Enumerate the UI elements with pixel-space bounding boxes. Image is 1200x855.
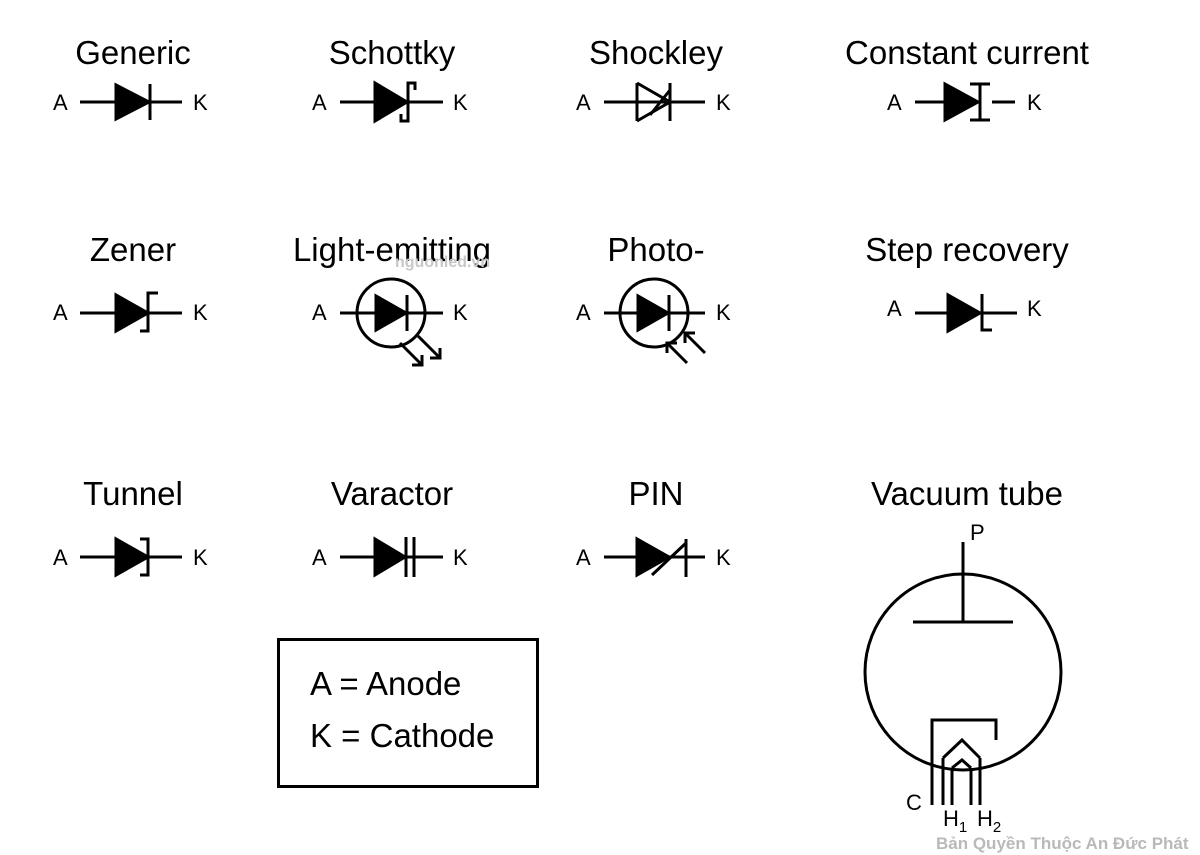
vacuum-tube-symbol [863, 542, 1063, 805]
legend-box: A = Anode K = Cathode [277, 638, 539, 788]
heater2-label: H2 [977, 806, 1002, 836]
constant-current-diode-symbol [915, 81, 1015, 123]
title-shockley: Shockley [589, 34, 723, 71]
anode-label-schottky: A [312, 90, 327, 115]
cathode-label-constant-current: K [1027, 90, 1042, 115]
anode-label-tunnel: A [53, 545, 68, 570]
anode-label-generic: A [53, 90, 68, 115]
anode-label-shockley: A [576, 90, 591, 115]
cathode-label-photo: K [716, 300, 731, 325]
heater1-label: H1 [943, 806, 968, 836]
title-varactor: Varactor [330, 475, 454, 512]
photodiode-symbol [604, 277, 707, 365]
title-zener: Zener [89, 231, 177, 268]
title-tunnel: Tunnel [83, 475, 183, 512]
tunnel-diode-symbol [80, 536, 182, 578]
cathode-label-varactor: K [453, 545, 468, 570]
generic-diode-symbol [80, 82, 182, 122]
pin-diode-symbol [604, 536, 705, 578]
anode-label-constant-current: A [887, 90, 902, 115]
copyright-notice: Bản Quyền Thuộc An Đức Phát [936, 834, 1189, 853]
schottky-diode-symbol [340, 80, 443, 124]
zener-diode-symbol [80, 291, 182, 334]
step-recovery-diode-symbol [915, 292, 1017, 334]
varactor-diode-symbol [340, 536, 443, 578]
anode-label-light-emitting: A [312, 300, 327, 325]
cathode-label-step-recovery: K [1027, 296, 1042, 321]
anode-label-varactor: A [312, 545, 327, 570]
cathode-label-schottky: K [453, 90, 468, 115]
legend-anode: A = Anode [310, 665, 462, 702]
anode-label-zener: A [53, 300, 68, 325]
cathode-label-pin: K [716, 545, 731, 570]
cathode-label-zener: K [193, 300, 208, 325]
title-vacuum-tube: Vacuum tube [870, 475, 1063, 512]
title-generic: Generic [75, 34, 191, 71]
cathode-label-generic: K [193, 90, 208, 115]
shockley-diode-symbol [604, 81, 705, 123]
led-symbol [340, 277, 443, 367]
title-schottky: Schottky [328, 34, 456, 71]
title-light-emitting: Light-emitting [292, 231, 492, 268]
legend-cathode: K = Cathode [310, 717, 495, 754]
title-step-recovery: Step recovery [865, 231, 1069, 268]
cathode-label-shockley: K [716, 90, 731, 115]
cathode-label-light-emitting: K [453, 300, 468, 325]
title-pin: PIN [628, 475, 684, 512]
tube-cathode-label: C [906, 790, 922, 815]
anode-label-pin: A [576, 545, 591, 570]
plate-label: P [970, 520, 985, 545]
anode-label-photo: A [576, 300, 591, 325]
cathode-label-tunnel: K [193, 545, 208, 570]
title-constant-current: Constant current [845, 34, 1089, 71]
watermark: nguonled.vn [395, 254, 491, 271]
title-photo: Photo- [607, 231, 705, 268]
anode-label-step-recovery: A [887, 296, 902, 321]
